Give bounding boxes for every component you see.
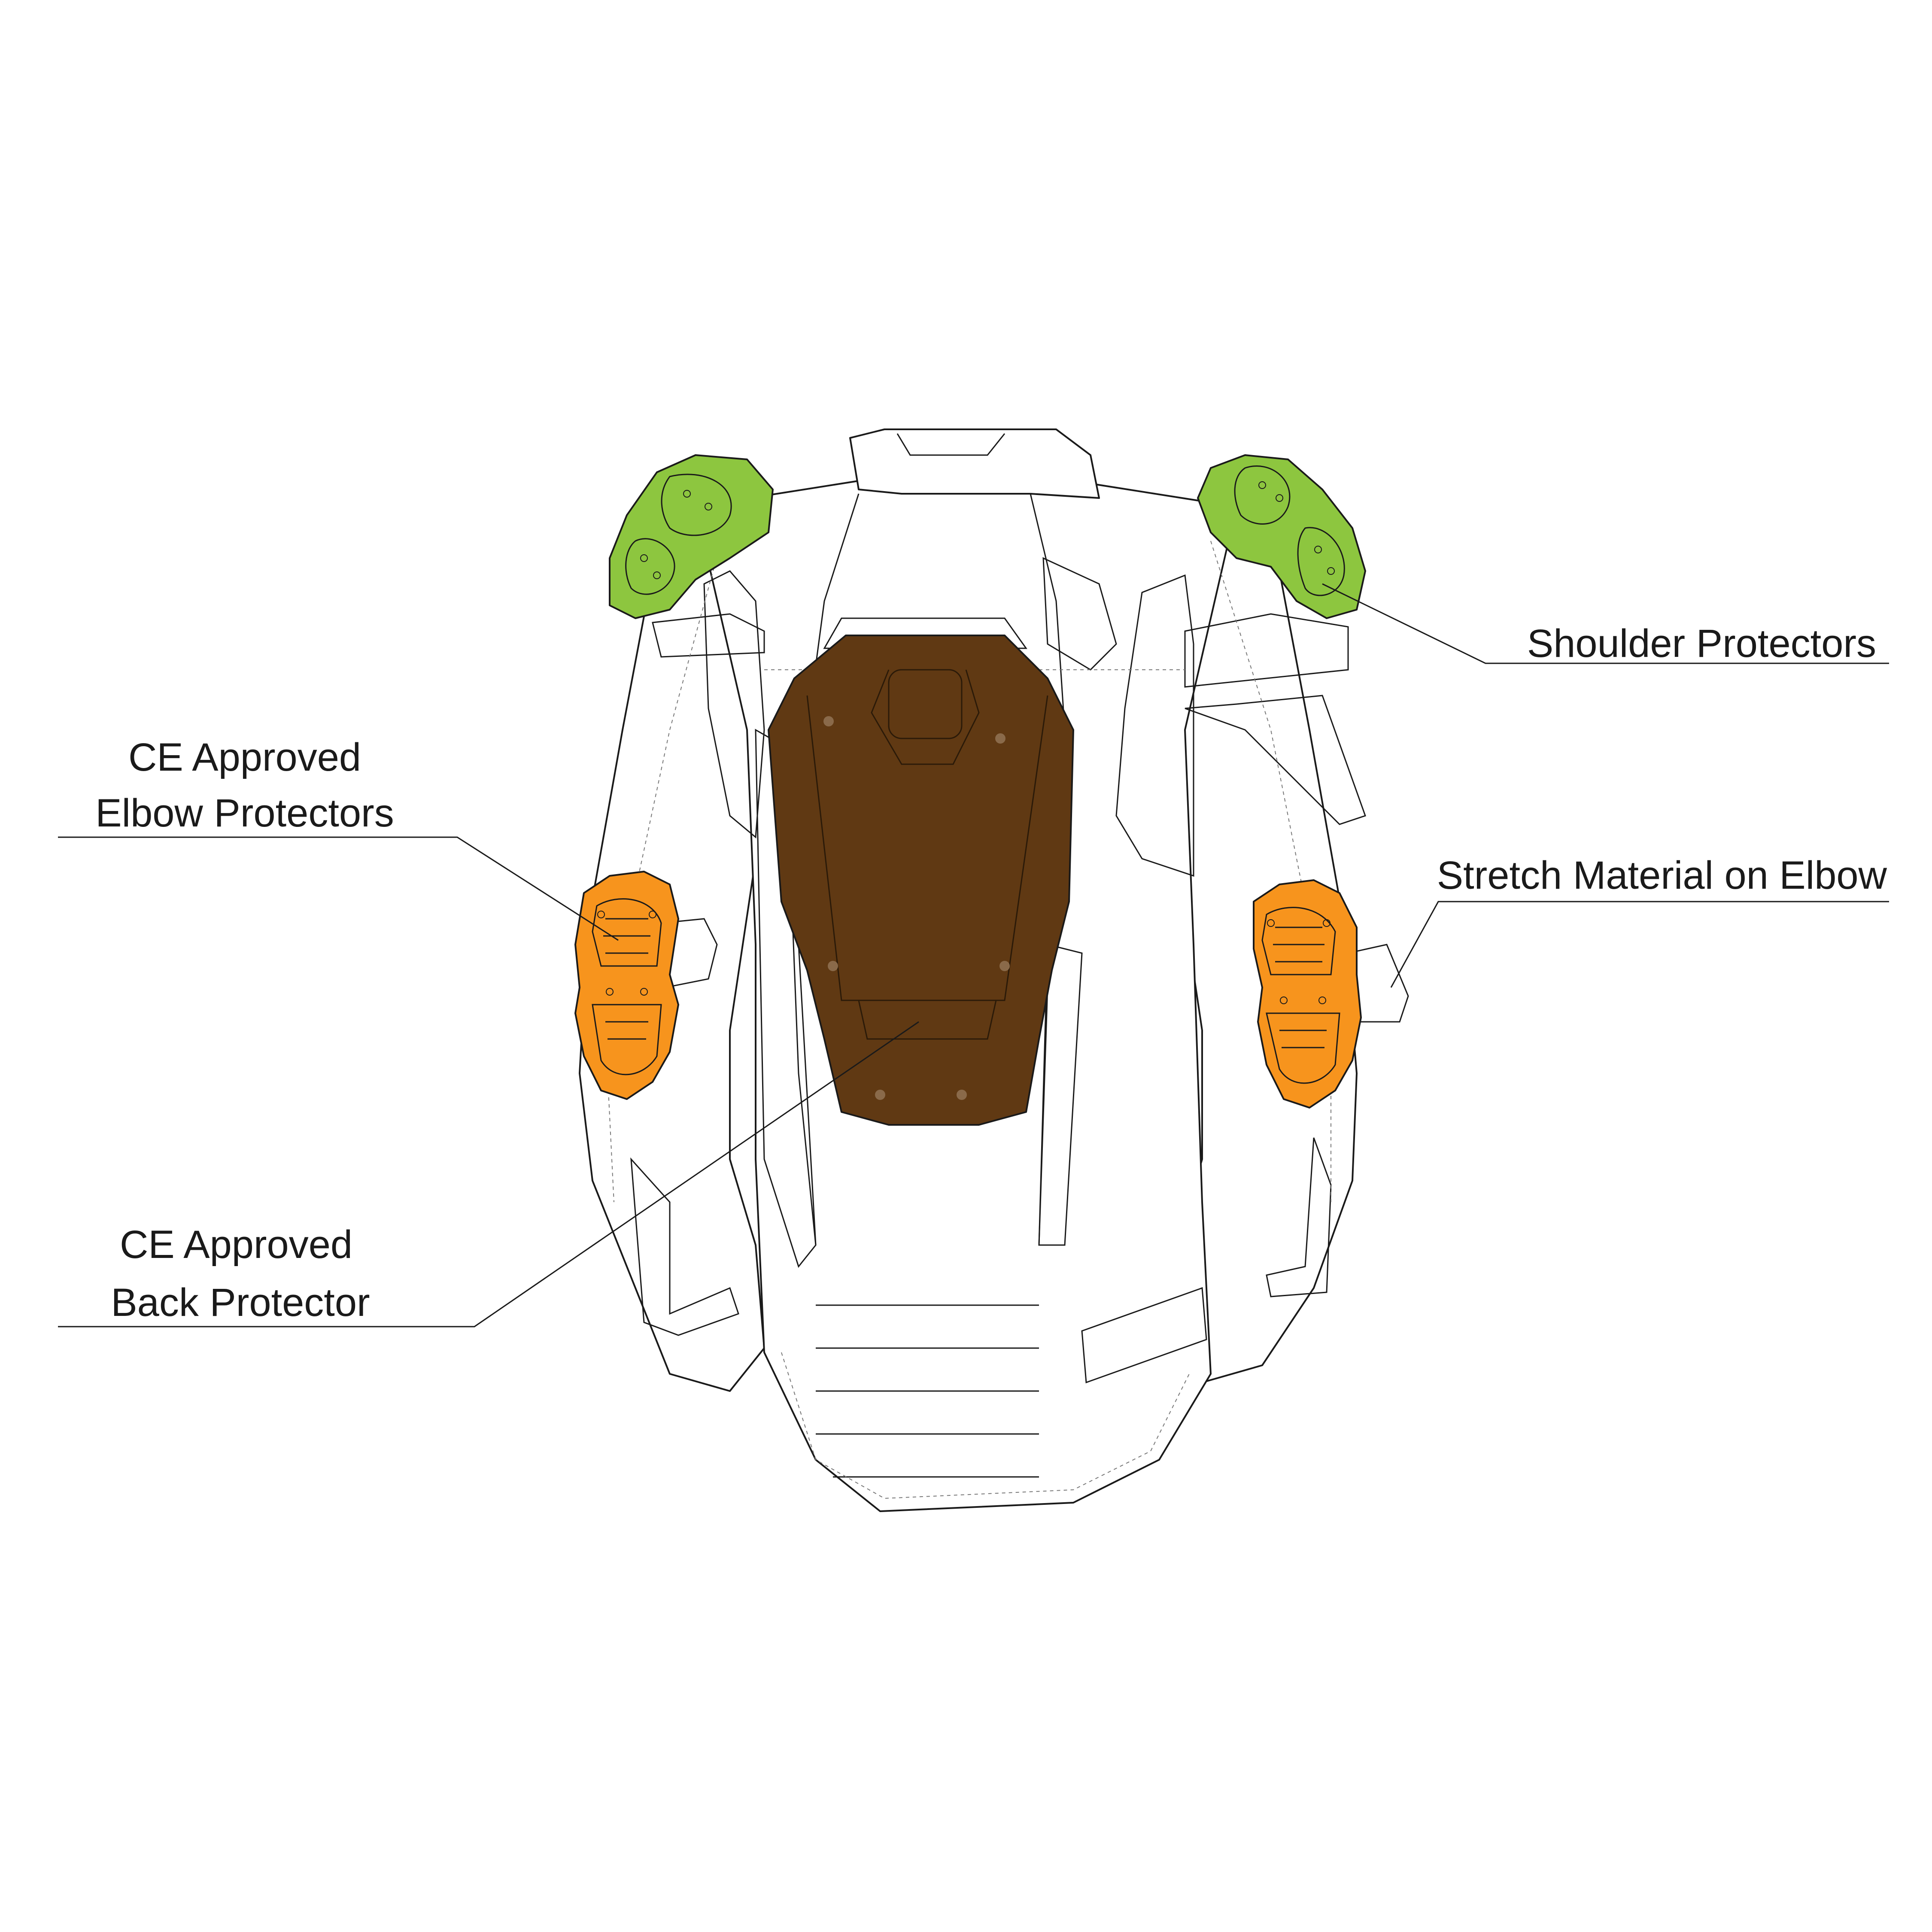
logo-plate (823, 617, 1027, 649)
right-sleeve-accent (1185, 695, 1366, 825)
right-shoulder-accent (1184, 613, 1349, 688)
stretch-leader (1390, 901, 1889, 988)
back-label-line2: Back Protector (111, 1281, 370, 1324)
elbow-leader (58, 836, 619, 941)
elbow-label-line1: CE Approved (128, 735, 361, 779)
back-leader (58, 1021, 919, 1327)
right-side-panel (1042, 557, 1117, 671)
shoulder-protectors-label: Shoulder Protectors (1527, 622, 1876, 665)
leader-lines (58, 583, 1889, 1327)
left-elbow-protector (574, 871, 679, 1100)
shoulder-leader (1322, 583, 1889, 664)
stretch-material-label: Stretch Material on Elbow (1437, 854, 1887, 897)
back-label-line1: CE Approved (120, 1223, 352, 1267)
left-shoulder-accent (652, 613, 765, 658)
right-waist-panel (1038, 944, 1083, 1246)
shoulder-protector-icon (609, 454, 1366, 619)
back-protector-icon (768, 635, 1074, 1126)
waist-adjuster (1081, 1287, 1207, 1384)
left-shoulder-protector (609, 454, 774, 619)
collar (849, 428, 1100, 499)
waist-bands (816, 1304, 1039, 1478)
left-stretch-panel (703, 570, 765, 839)
right-stretch-panel (1115, 574, 1194, 877)
right-shoulder-protector (1197, 454, 1366, 619)
elbow-label-line2: Elbow Protectors (95, 791, 394, 835)
elbow-protector-icon (574, 871, 1362, 1109)
